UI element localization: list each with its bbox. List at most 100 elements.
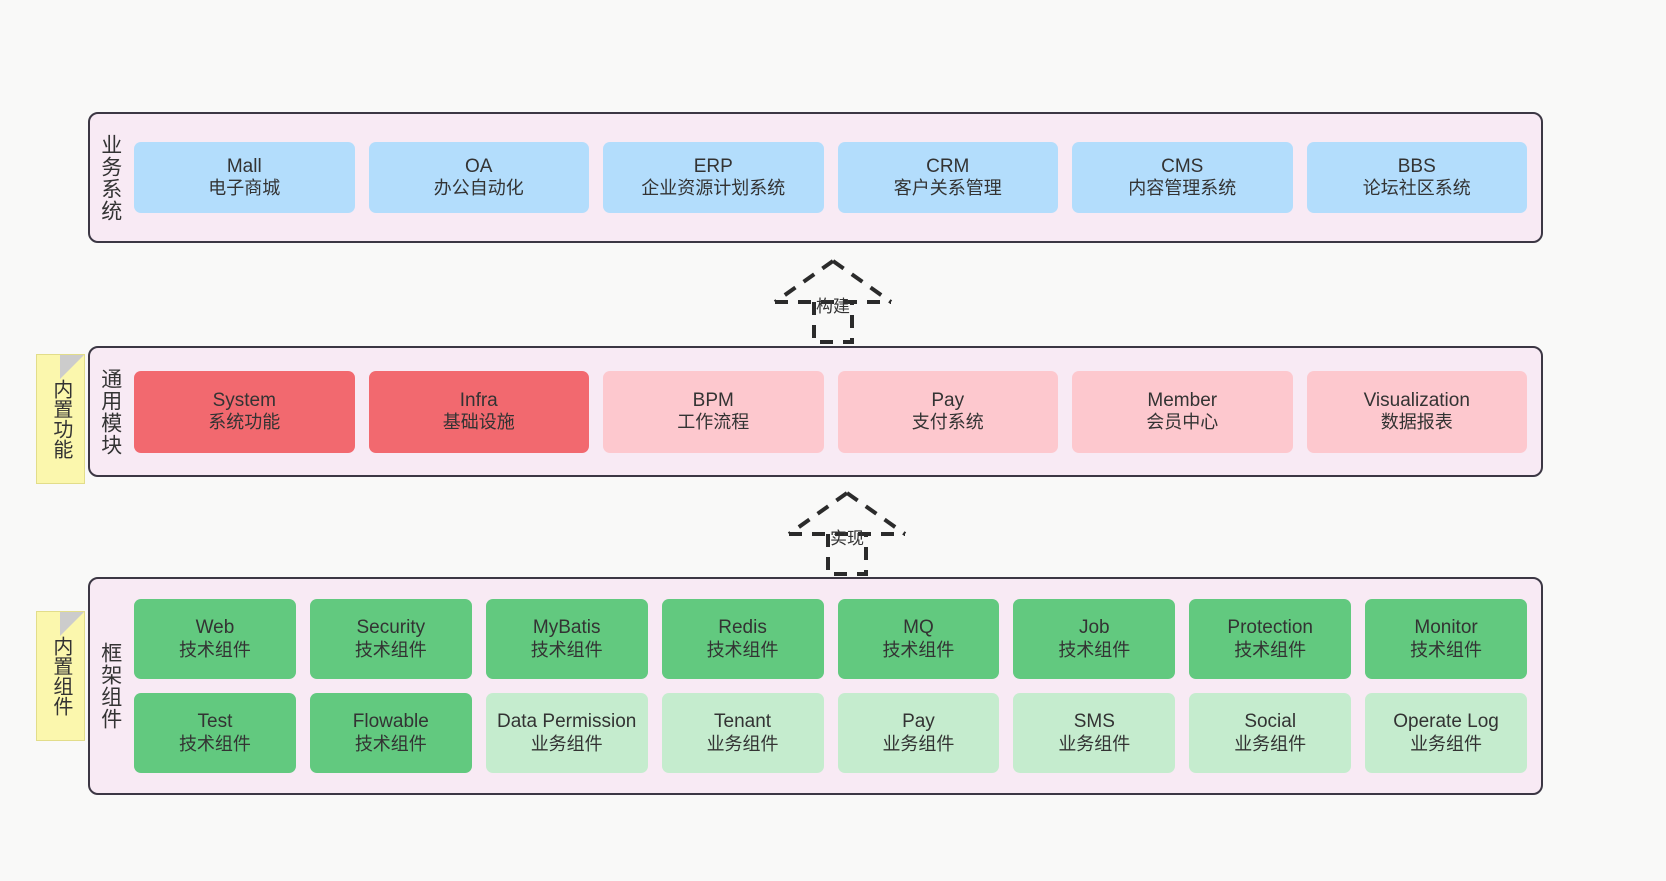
layer-framework-component: 框架组件 Web 技术组件 Security 技术组件 MyBatis 技术组件…	[88, 577, 1543, 795]
node-subtitle: 业务组件	[706, 733, 779, 754]
layer-body-business-system: Mall 电子商城 OA 办公自动化 ERP 企业资源计划系统 CRM 客户关系…	[130, 114, 1541, 241]
node-title: CRM	[926, 155, 970, 177]
node-web[interactable]: Web 技术组件	[134, 599, 296, 679]
node-subtitle: 技术组件	[1234, 639, 1307, 660]
arrow-build-label: 构建	[816, 297, 850, 316]
node-operate-log[interactable]: Operate Log 业务组件	[1365, 693, 1527, 773]
node-subtitle: 技术组件	[178, 733, 251, 754]
node-system[interactable]: System 系统功能	[134, 370, 355, 453]
layer-body-common-module: System 系统功能 Infra 基础设施 BPM 工作流程 Pay 支付系统…	[130, 348, 1541, 475]
layer-row: Web 技术组件 Security 技术组件 MyBatis 技术组件 Redi…	[134, 599, 1527, 679]
node-subtitle: 业务组件	[1234, 733, 1307, 754]
node-title: Pay	[902, 711, 935, 733]
node-sms[interactable]: SMS 业务组件	[1013, 693, 1176, 773]
node-pay[interactable]: Pay 支付系统	[837, 370, 1058, 453]
node-erp[interactable]: ERP 企业资源计划系统	[603, 142, 824, 213]
node-subtitle: 办公自动化	[433, 178, 524, 199]
layer-title-business-system: 业务系统	[98, 133, 122, 222]
node-title: Test	[197, 711, 233, 733]
layer-title-common-module: 通用模块	[98, 367, 122, 456]
node-monitor[interactable]: Monitor 技术组件	[1365, 599, 1527, 679]
node-title: OA	[465, 155, 493, 177]
layer-row: Test 技术组件 Flowable 技术组件 Data Permission …	[134, 693, 1527, 773]
node-data-permission[interactable]: Data Permission 业务组件	[485, 693, 648, 773]
node-subtitle: 数据报表	[1380, 412, 1453, 433]
node-subtitle: 客户关系管理	[893, 178, 1002, 199]
node-job[interactable]: Job 技术组件	[1013, 599, 1176, 679]
layer-title-framework-component: 框架组件	[98, 642, 122, 730]
node-test[interactable]: Test 技术组件	[134, 693, 296, 773]
note-builtin-component: 内置组件	[36, 611, 85, 741]
node-mybatis[interactable]: MyBatis 技术组件	[485, 599, 648, 679]
layer-common-module: 通用模块 System 系统功能 Infra 基础设施 BPM 工作流程 Pay…	[88, 346, 1543, 477]
arrow-implement-label: 实现	[830, 529, 864, 548]
node-bpm[interactable]: BPM 工作流程	[603, 370, 824, 453]
node-mall[interactable]: Mall 电子商城	[134, 142, 355, 213]
node-social[interactable]: Social 业务组件	[1189, 693, 1352, 773]
node-subtitle: 电子商城	[208, 178, 281, 199]
node-title: Infra	[459, 389, 498, 411]
node-title: BPM	[692, 389, 734, 411]
node-subtitle: 业务组件	[1058, 733, 1131, 754]
node-title: ERP	[693, 155, 733, 177]
node-cms[interactable]: CMS 内容管理系统	[1072, 142, 1293, 213]
node-redis[interactable]: Redis 技术组件	[661, 599, 824, 679]
layer-row: System 系统功能 Infra 基础设施 BPM 工作流程 Pay 支付系统…	[134, 370, 1527, 453]
node-title: BBS	[1397, 155, 1436, 177]
node-subtitle: 技术组件	[882, 639, 955, 660]
node-title: Monitor	[1414, 617, 1478, 639]
note-builtin-function: 内置功能	[36, 354, 85, 484]
node-tenant[interactable]: Tenant 业务组件	[661, 693, 824, 773]
node-title: Web	[195, 617, 235, 639]
node-visualization[interactable]: Visualization 数据报表	[1306, 370, 1527, 453]
node-infra[interactable]: Infra 基础设施	[368, 370, 589, 453]
node-member[interactable]: Member 会员中心	[1072, 370, 1293, 453]
arrow-implement: 实现	[772, 490, 922, 576]
node-mq[interactable]: MQ 技术组件	[837, 599, 1000, 679]
node-subtitle: 工作流程	[677, 412, 750, 433]
arrow-build: 构建	[758, 258, 908, 344]
node-title: Pay	[931, 389, 965, 411]
node-subtitle: 技术组件	[1058, 639, 1131, 660]
node-subtitle: 技术组件	[178, 639, 251, 660]
node-subtitle: 企业资源计划系统	[641, 178, 786, 199]
node-subtitle: 基础设施	[442, 412, 515, 433]
node-title: Tenant	[714, 711, 772, 733]
node-title: Social	[1244, 711, 1297, 733]
node-subtitle: 系统功能	[208, 412, 281, 433]
node-protection[interactable]: Protection 技术组件	[1189, 599, 1352, 679]
node-subtitle: 技术组件	[354, 639, 427, 660]
node-pay-business[interactable]: Pay 业务组件	[837, 693, 1000, 773]
node-subtitle: 内容管理系统	[1128, 178, 1237, 199]
node-title: Data Permission	[496, 711, 637, 733]
node-title: Operate Log	[1393, 711, 1499, 733]
node-title: Protection	[1227, 617, 1313, 639]
node-subtitle: 技术组件	[530, 639, 603, 660]
node-subtitle: 技术组件	[354, 733, 427, 754]
node-subtitle: 论坛社区系统	[1362, 178, 1471, 199]
node-flowable[interactable]: Flowable 技术组件	[309, 693, 472, 773]
node-oa[interactable]: OA 办公自动化	[368, 142, 589, 213]
node-security[interactable]: Security 技术组件	[309, 599, 472, 679]
node-bbs[interactable]: BBS 论坛社区系统	[1306, 142, 1527, 213]
node-title: MQ	[903, 617, 934, 639]
node-subtitle: 业务组件	[1410, 733, 1483, 754]
layer-body-framework-component: Web 技术组件 Security 技术组件 MyBatis 技术组件 Redi…	[130, 579, 1541, 793]
node-subtitle: 支付系统	[911, 412, 984, 433]
node-title: Flowable	[352, 711, 429, 733]
node-subtitle: 技术组件	[1410, 639, 1483, 660]
node-title: Visualization	[1363, 389, 1470, 411]
node-title: Redis	[718, 617, 767, 639]
node-subtitle: 会员中心	[1146, 412, 1219, 433]
node-subtitle: 业务组件	[530, 733, 603, 754]
node-title: CMS	[1161, 155, 1204, 177]
node-title: Job	[1078, 617, 1110, 639]
node-title: System	[212, 389, 276, 411]
layer-row: Mall 电子商城 OA 办公自动化 ERP 企业资源计划系统 CRM 客户关系…	[134, 142, 1527, 213]
node-title: Security	[356, 617, 426, 639]
node-title: Member	[1147, 389, 1218, 411]
node-subtitle: 业务组件	[882, 733, 955, 754]
node-crm[interactable]: CRM 客户关系管理	[837, 142, 1058, 213]
node-title: SMS	[1073, 711, 1115, 733]
